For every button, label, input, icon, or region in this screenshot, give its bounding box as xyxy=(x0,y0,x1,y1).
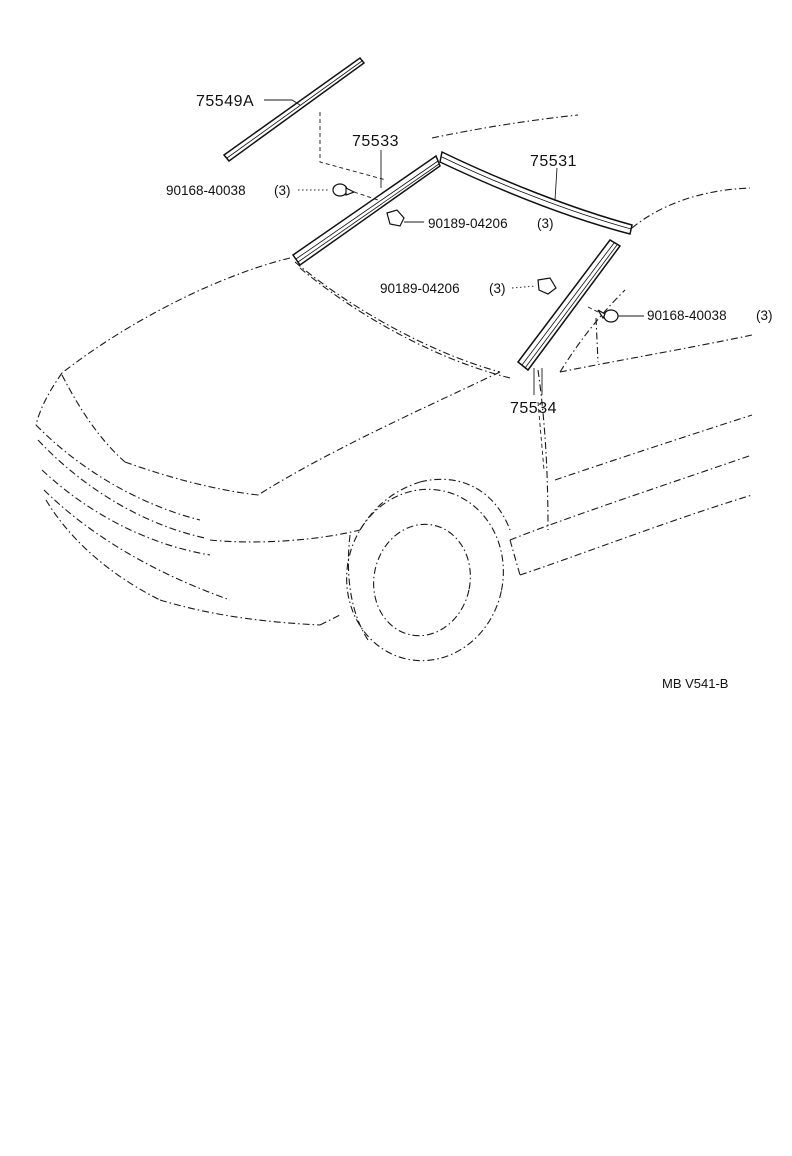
screw-icon-left[interactable] xyxy=(332,183,356,197)
label-75534: 75534 xyxy=(510,400,557,417)
label-75531: 75531 xyxy=(530,153,577,170)
molding-75533[interactable] xyxy=(291,154,441,267)
leader-lines xyxy=(264,99,644,471)
molding-75534[interactable] xyxy=(516,239,622,372)
clip-icon-middle[interactable] xyxy=(537,277,557,295)
car-body-outline xyxy=(35,114,753,662)
label-screw-left: 90168-40038 xyxy=(166,183,246,198)
clip-icon-upper[interactable] xyxy=(386,209,405,227)
label-screw-right-qty: (3) xyxy=(756,308,773,323)
label-screw-right: 90168-40038 xyxy=(647,308,727,323)
molding-75531[interactable] xyxy=(439,150,633,235)
label-clip-upper-qty: (3) xyxy=(537,216,554,231)
label-clip-upper: 90189-04206 xyxy=(428,216,508,231)
part-labels: 75549A 75533 75531 75534 90168-40038 (3)… xyxy=(166,93,773,691)
label-75549a: 75549A xyxy=(196,93,254,110)
label-screw-left-qty: (3) xyxy=(274,183,291,198)
label-75533: 75533 xyxy=(352,133,399,150)
figure-code: MB V541-B xyxy=(662,676,728,691)
label-clip-middle-qty: (3) xyxy=(489,281,506,296)
label-clip-middle: 90189-04206 xyxy=(380,281,460,296)
molding-75549a[interactable] xyxy=(222,56,366,163)
